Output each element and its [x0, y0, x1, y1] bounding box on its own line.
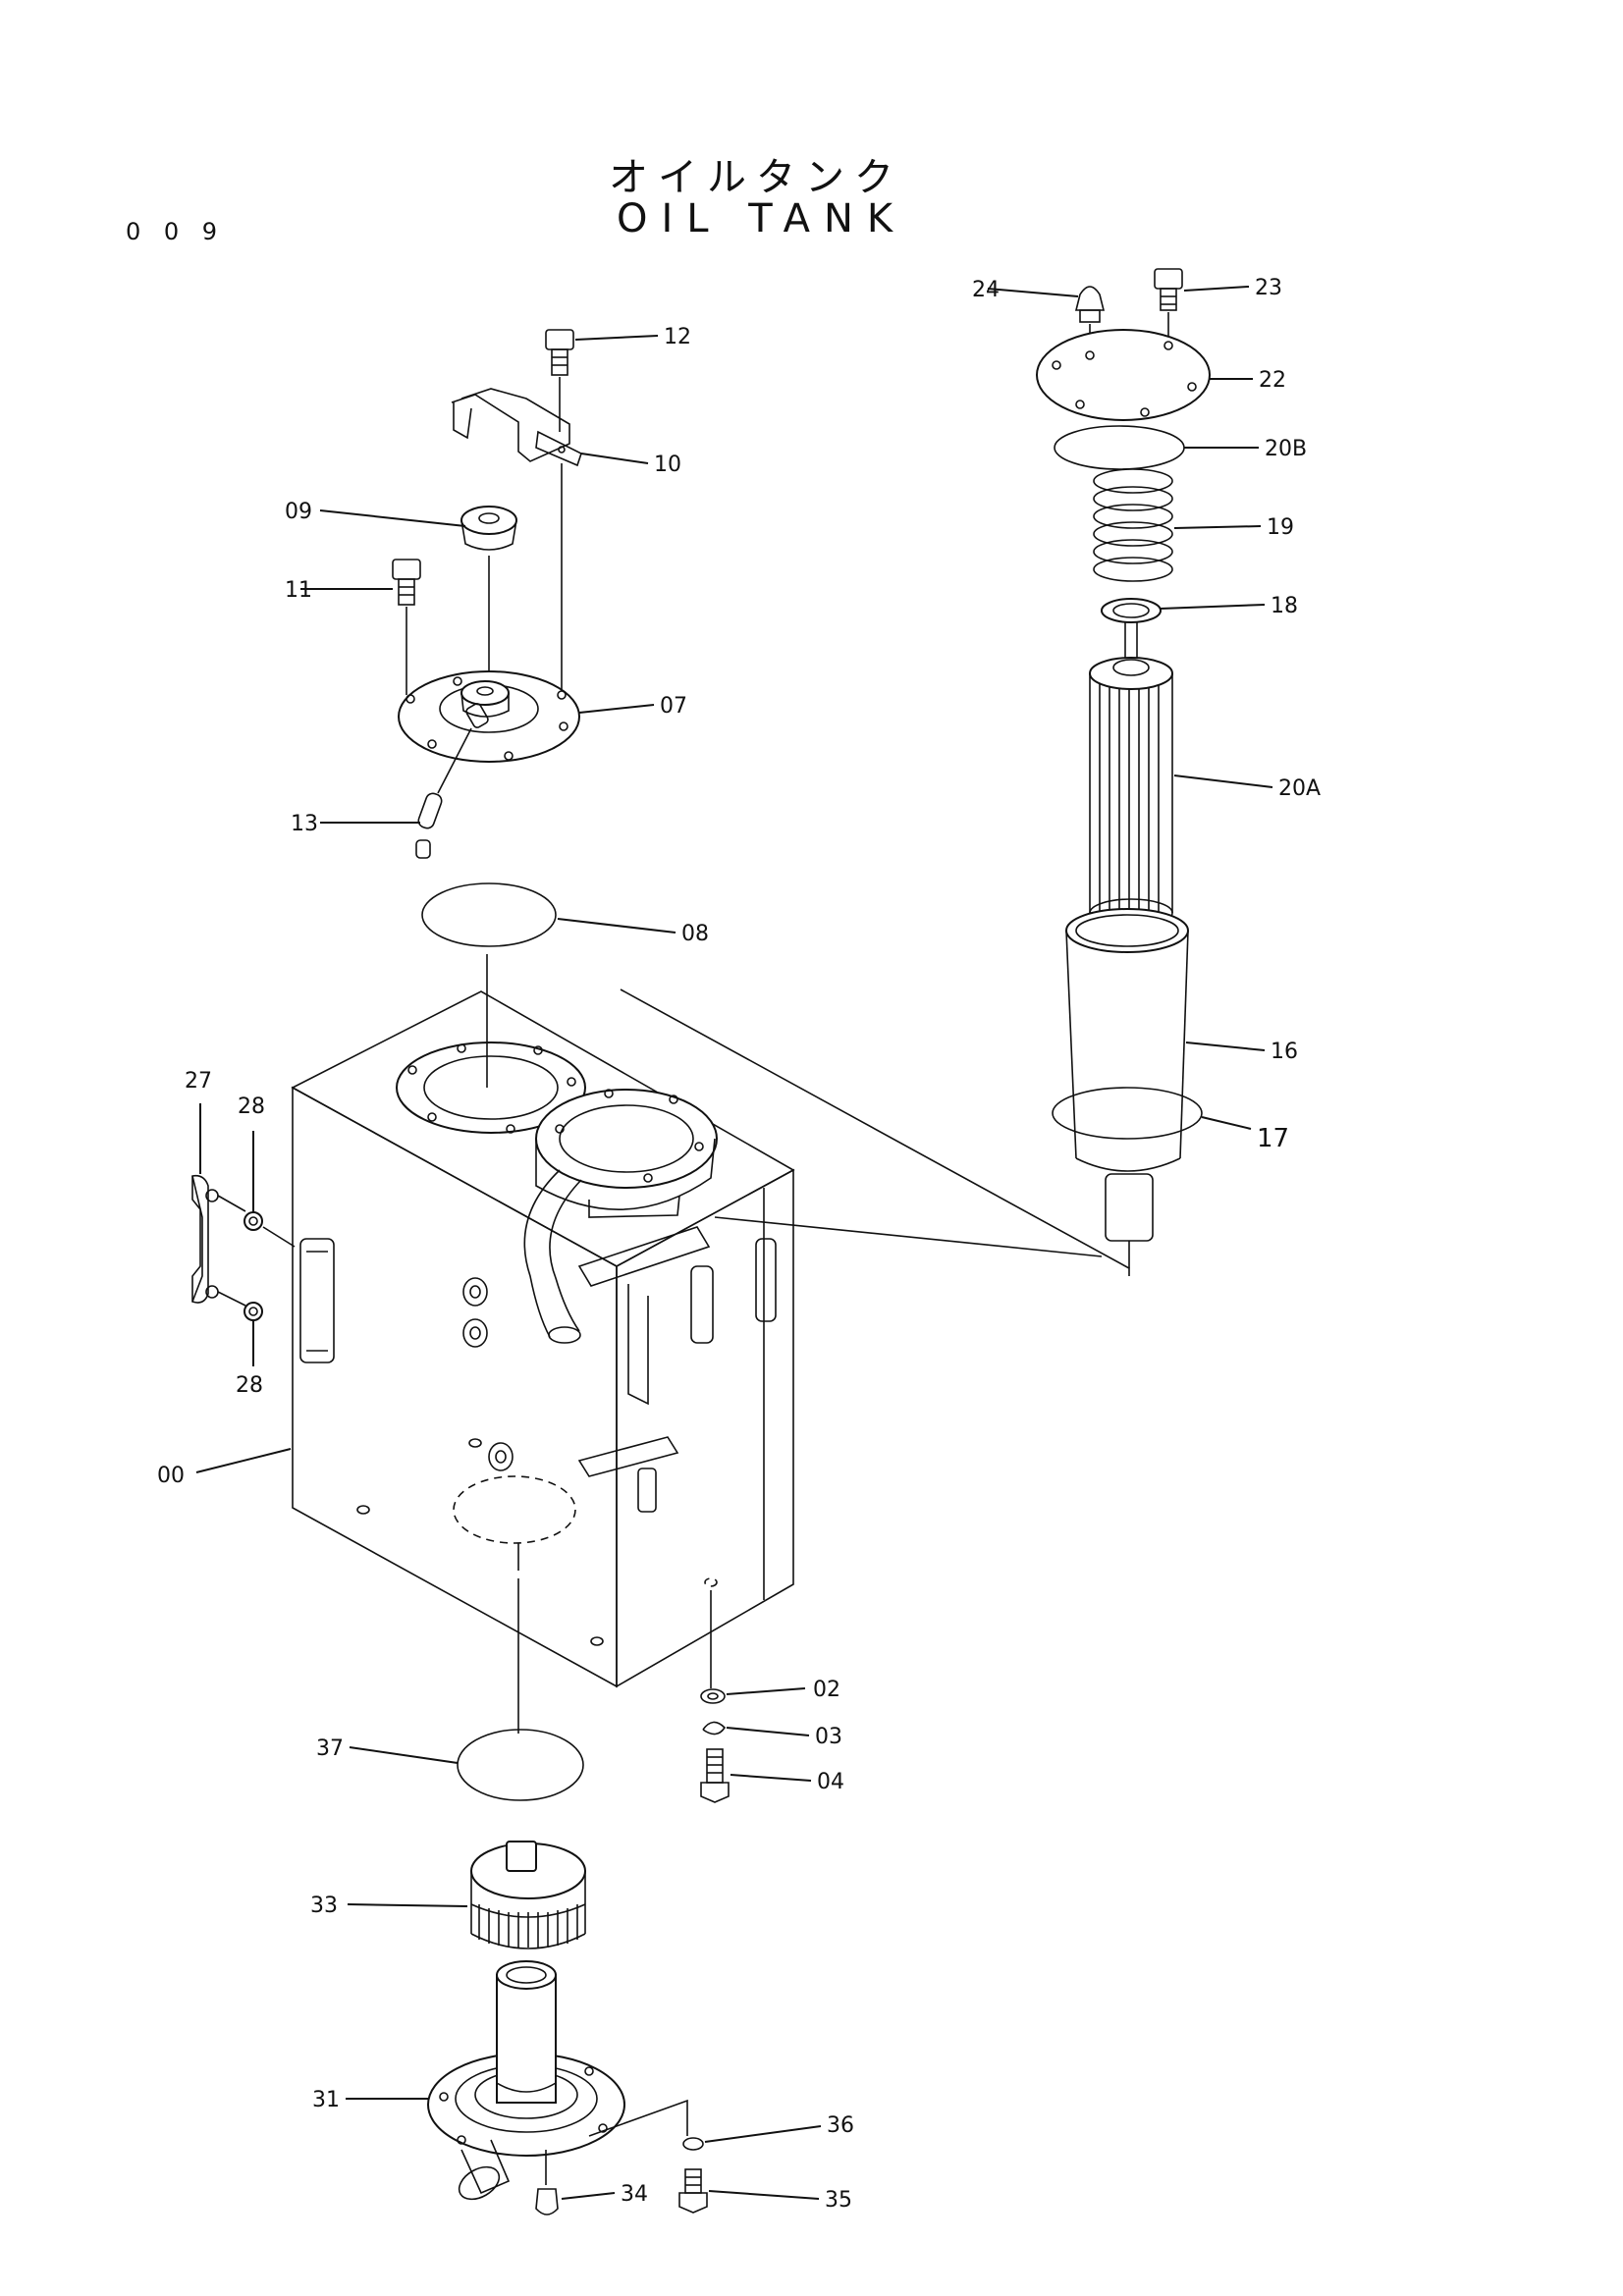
page-number: 0 0 9 — [126, 218, 226, 245]
label-11: 11 — [285, 578, 312, 603]
label-23: 23 — [1255, 276, 1282, 300]
label-16: 16 — [1271, 1040, 1298, 1064]
label-12: 12 — [664, 325, 691, 349]
title-japanese: オイルタンク — [609, 155, 903, 200]
label-00: 00 — [157, 1464, 185, 1488]
label-36: 36 — [827, 2113, 854, 2138]
label-17: 17 — [1257, 1124, 1289, 1153]
label-04: 04 — [817, 1770, 844, 1794]
label-07: 07 — [660, 694, 687, 719]
bottom-components — [427, 1688, 730, 2216]
label-31: 31 — [312, 2088, 340, 2112]
label-37: 37 — [316, 1736, 344, 1761]
cover-assembly — [392, 329, 582, 1088]
title-english: OIL TANK — [617, 196, 907, 241]
label-28-bottom: 28 — [236, 1373, 263, 1398]
label-10: 10 — [654, 453, 681, 477]
label-09: 09 — [285, 500, 312, 524]
side-bracket — [191, 1174, 296, 1321]
label-08: 08 — [681, 922, 709, 946]
label-22: 22 — [1259, 368, 1286, 393]
label-03: 03 — [815, 1725, 842, 1749]
part-labels: 12 10 09 11 07 13 08 24 23 22 20B 19 18 … — [157, 276, 1321, 2213]
return-filter-assembly — [620, 268, 1211, 1276]
oil-tank-body — [291, 990, 795, 1734]
label-27: 27 — [185, 1069, 212, 1094]
label-34: 34 — [621, 2182, 648, 2207]
label-28-top: 28 — [238, 1095, 265, 1119]
leader-lines — [195, 286, 1273, 2200]
label-18: 18 — [1271, 594, 1298, 618]
label-33: 33 — [310, 1894, 338, 1918]
label-19: 19 — [1267, 515, 1294, 540]
label-20b: 20B — [1265, 437, 1307, 461]
label-24: 24 — [972, 278, 1000, 302]
label-02: 02 — [813, 1678, 840, 1702]
label-13: 13 — [291, 812, 318, 836]
label-20a: 20A — [1278, 776, 1321, 801]
label-35: 35 — [825, 2188, 852, 2213]
